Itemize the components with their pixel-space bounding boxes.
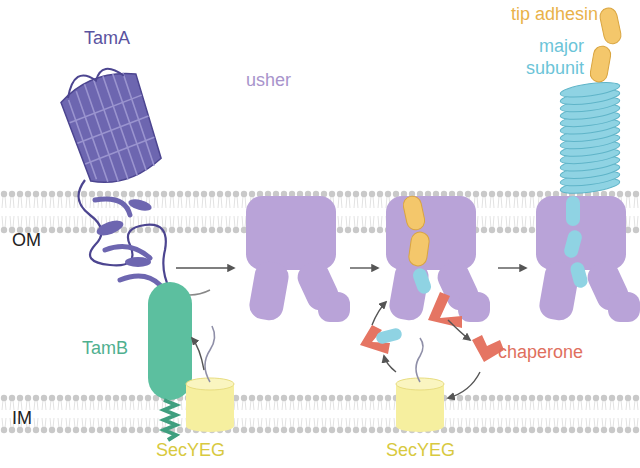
protein-label: SecYEG bbox=[386, 440, 486, 462]
process-arrow bbox=[176, 268, 526, 398]
tip-label: tip adhesin bbox=[498, 4, 598, 26]
secyeg-channel bbox=[186, 326, 444, 432]
inner-membrane bbox=[0, 394, 640, 434]
protein-label: SecYEG bbox=[156, 440, 256, 462]
assembly-intermediate bbox=[360, 195, 504, 362]
protein-label: TamA bbox=[84, 28, 144, 50]
subunit-label: major subunit bbox=[520, 36, 584, 79]
membrane-label: OM bbox=[12, 230, 52, 252]
protein-label: usher bbox=[246, 70, 306, 92]
protein-label: TamB bbox=[82, 338, 142, 360]
membrane-label: IM bbox=[12, 408, 52, 430]
tama-protein bbox=[55, 59, 170, 290]
protein-label: chaperone bbox=[498, 342, 598, 364]
